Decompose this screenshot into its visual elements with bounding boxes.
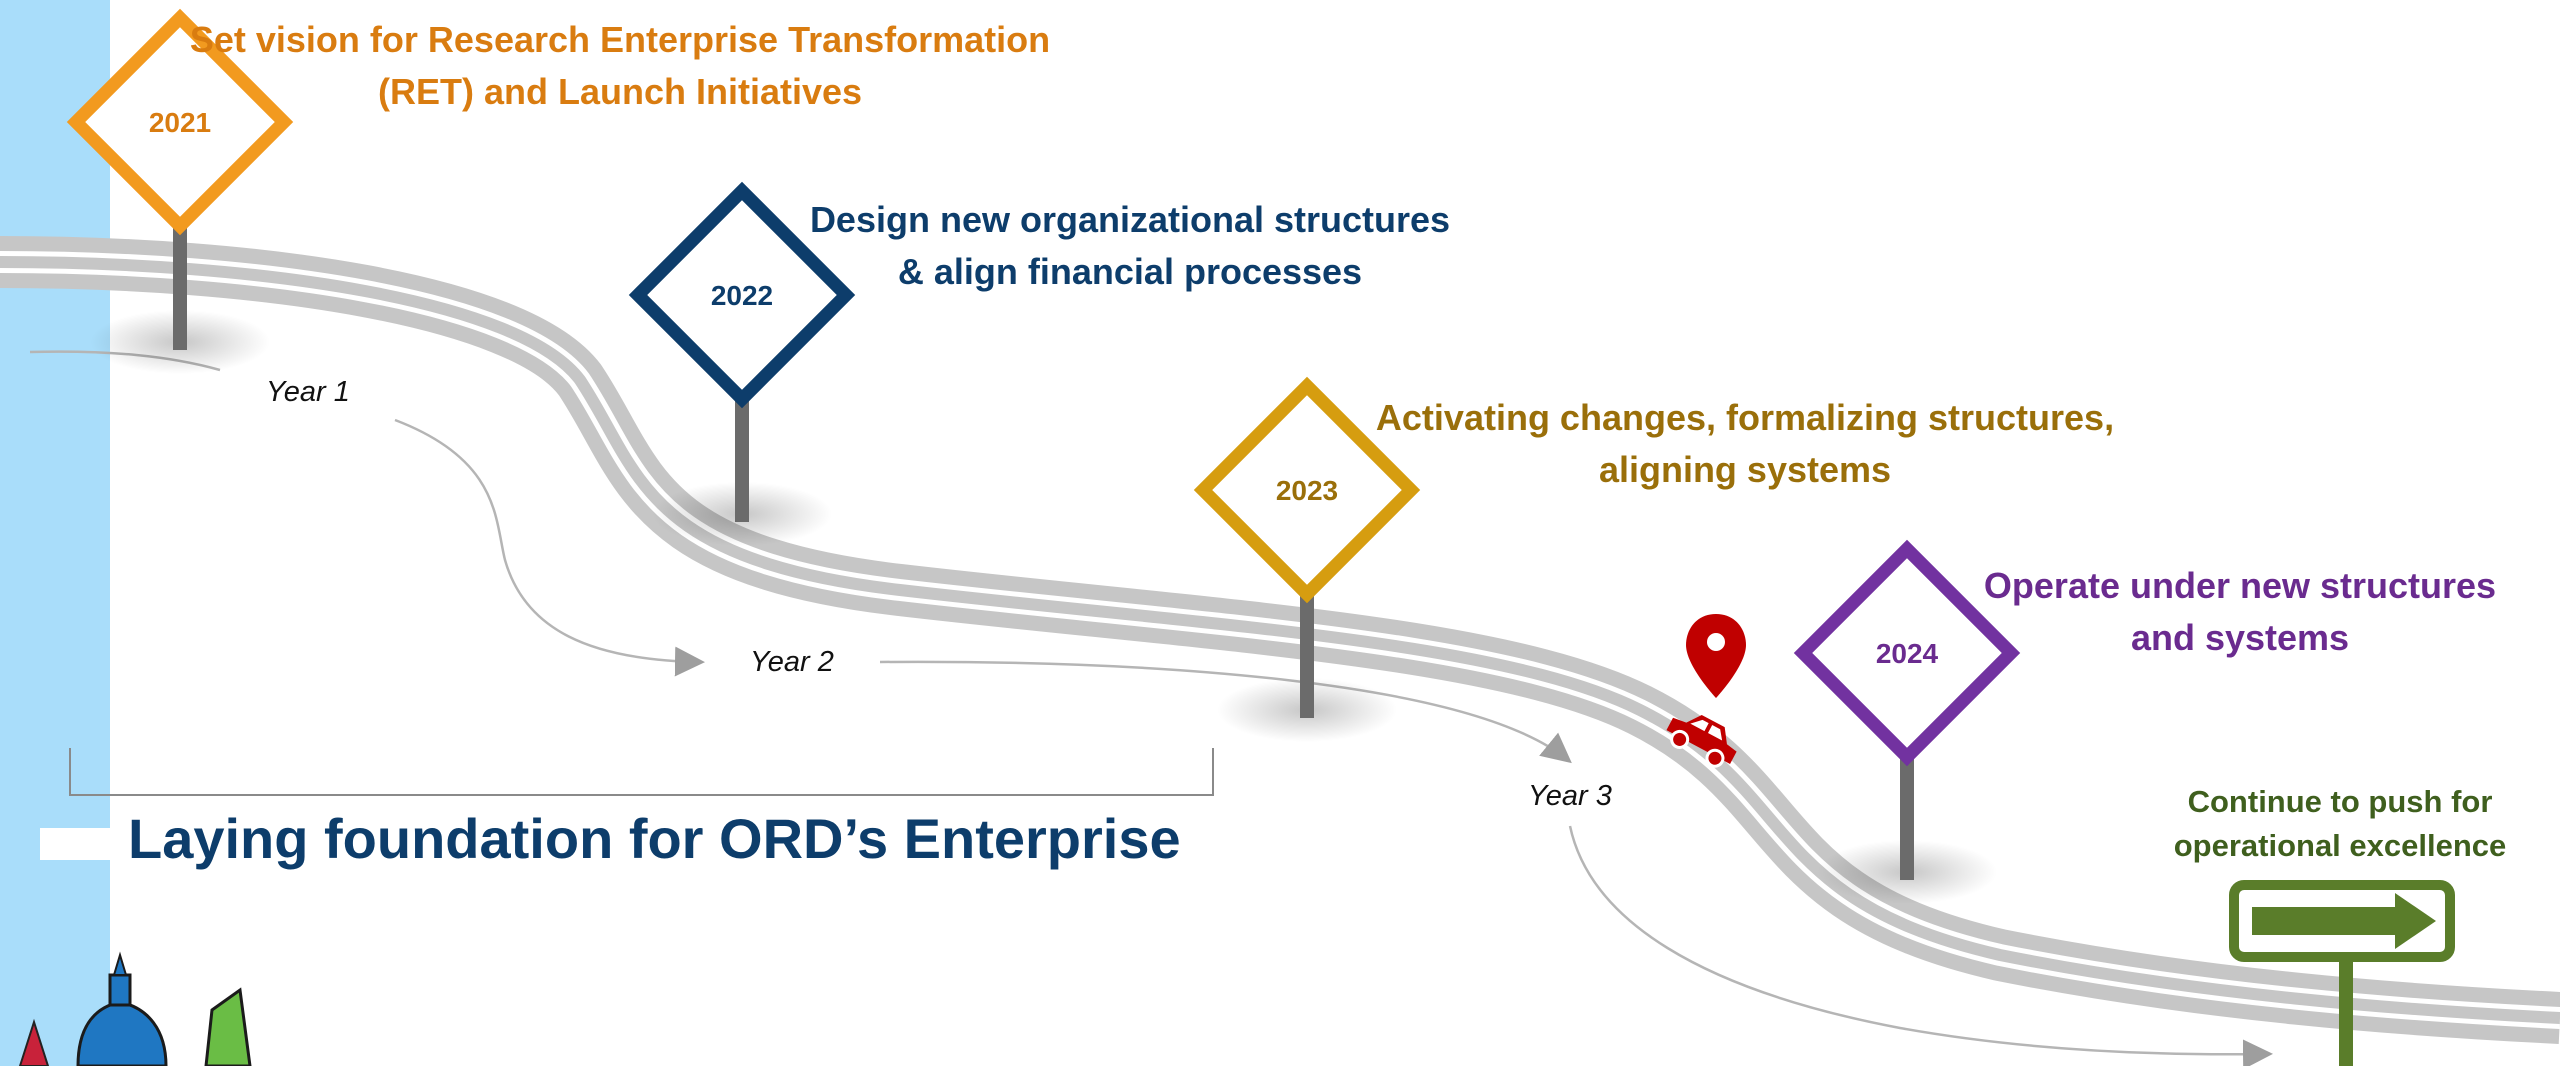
milestone-2022-line2: & align financial processes — [897, 251, 1363, 292]
final-direction-sign — [2229, 880, 2455, 1066]
sign-year-2022: 2022 — [711, 280, 773, 311]
sign-year-2023: 2023 — [1276, 475, 1338, 506]
signpost-2024: 2024 — [1793, 539, 2021, 904]
caption-white-tab — [40, 828, 115, 860]
final-line2: operational excellence — [2173, 828, 2507, 863]
signpost-2021: 2021 — [66, 8, 294, 374]
milestone-label-2022: Design new organizational structures & a… — [765, 194, 1495, 298]
year-label-3: Year 3 — [1528, 780, 1612, 812]
final-line1: Continue to push for — [2187, 784, 2493, 819]
diamond-sign-2021 — [66, 8, 294, 236]
road — [0, 236, 2560, 1044]
right-arrow-icon — [2252, 893, 2436, 949]
arrow-segment-4 — [1568, 825, 2273, 1066]
milestone-2024-line1: Operate under new structures — [1983, 565, 2497, 606]
sign-year-2024: 2024 — [1876, 638, 1939, 669]
foundation-bracket — [69, 748, 1214, 796]
signpost-2022: 2022 — [628, 181, 856, 546]
arrow-segment-2 — [394, 418, 705, 677]
milestone-2023-line1: Activating changes, formalizing structur… — [1375, 397, 2115, 438]
sign-post — [1300, 584, 1314, 718]
car-icon — [1666, 714, 1737, 768]
year-label-1: Year 1 — [266, 376, 350, 408]
milestone-2023-line2: aligning systems — [1598, 449, 1892, 490]
milestone-2021-line1: Set vision for Research Enterprise Trans… — [189, 19, 1051, 60]
milestone-label-2023: Activating changes, formalizing structur… — [1300, 392, 2190, 496]
location-pin-icon — [1686, 614, 1746, 698]
capitol-illustration — [18, 951, 252, 1066]
milestone-signs: 2021 2022 2023 2024 — [66, 8, 2021, 904]
year-label-2: Year 2 — [750, 646, 834, 678]
sign-post — [1900, 747, 1914, 880]
sign-post — [735, 389, 749, 522]
milestone-label-2024: Operate under new structures and systems — [1940, 560, 2540, 664]
milestone-2024-line2: and systems — [2130, 617, 2350, 658]
milestone-2021-line2: (RET) and Launch Initiatives — [377, 71, 863, 112]
diamond-sign-2023 — [1193, 376, 1421, 604]
milestone-2022-line1: Design new organizational structures — [809, 199, 1451, 240]
signpost-2023: 2023 — [1193, 376, 1421, 742]
left-accent-bar — [0, 0, 110, 1066]
sign-year-2021: 2021 — [149, 107, 211, 138]
milestone-label-2021: Set vision for Research Enterprise Trans… — [180, 14, 1060, 118]
diamond-sign-2022 — [628, 181, 856, 409]
diamond-sign-2024 — [1793, 539, 2021, 767]
final-label: Continue to push for operational excelle… — [2130, 780, 2550, 868]
sign-post — [173, 216, 187, 350]
foundation-caption: Laying foundation for ORD’s Enterprise — [128, 807, 1181, 870]
